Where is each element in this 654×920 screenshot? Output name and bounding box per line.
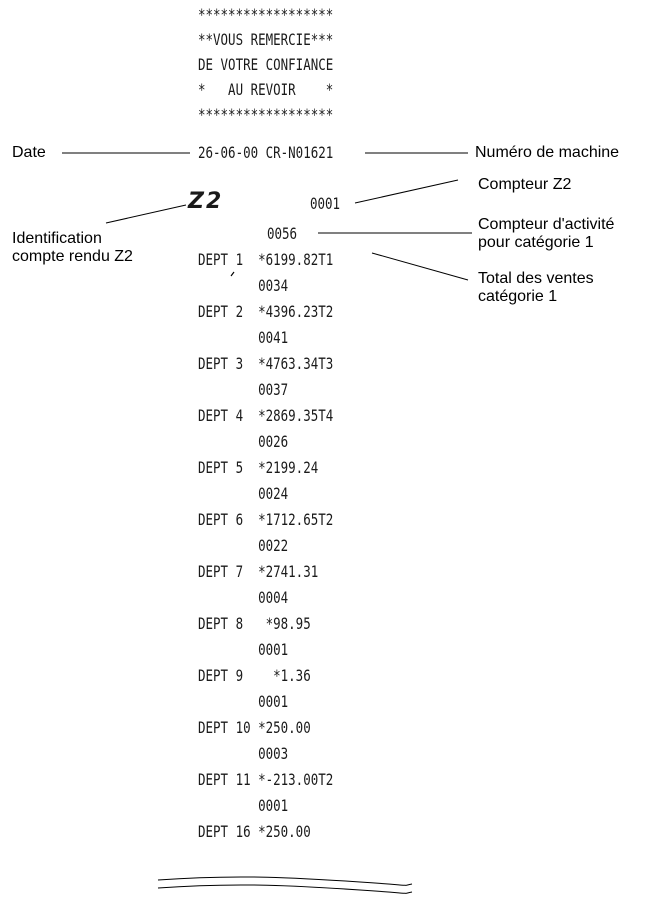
receipt-line: DEPT 1 *6199.82T1 <box>198 250 334 269</box>
label-identification-line-1: Identification <box>12 230 102 247</box>
receipt-header-line-3: DE VOTRE CONFIANCE <box>198 55 334 74</box>
receipt-line: DEPT 4 *2869.35T4 <box>198 406 334 425</box>
receipt-header-line-5: ****************** <box>198 105 334 124</box>
label-machine-number: Numéro de machine <box>475 144 620 161</box>
receipt-line: DEPT 5 *2199.24 <box>198 458 319 477</box>
receipt-line: 0022 <box>198 536 289 555</box>
receipt-line: 0034 <box>198 276 289 295</box>
leader-sales-total <box>371 252 469 281</box>
receipt-line: DEPT 9 *1.36 <box>198 666 311 685</box>
receipt-line: DEPT 6 *1712.65T2 <box>198 510 334 529</box>
leader-z2-counter <box>354 179 459 204</box>
receipt-line: 0004 <box>198 588 289 607</box>
receipt-line: DEPT 7 *2741.31 <box>198 562 319 581</box>
receipt-line: DEPT 3 *4763.34T3 <box>198 354 334 373</box>
label-sales-total-line-2: catégorie 1 <box>478 288 558 305</box>
receipt-line: 0026 <box>198 432 289 451</box>
label-activity-counter-line-2: pour catégorie 1 <box>478 234 594 251</box>
receipt-line: DEPT 16 *250.00 <box>198 822 311 841</box>
tear-off-line-icon-2 <box>157 884 413 894</box>
receipt-line: DEPT 2 *4396.23T2 <box>198 302 334 321</box>
receipt-header-line-1: ****************** <box>198 5 334 24</box>
leader-identification <box>105 204 187 224</box>
pen-tick-mark <box>230 271 235 277</box>
receipt-line: DEPT 11 *-213.00T2 <box>198 770 334 789</box>
receipt-date-line: 26-06-00 CR-N01621 <box>198 143 334 162</box>
receipt-line: 0003 <box>198 744 289 763</box>
label-z2-counter: Compteur Z2 <box>478 176 572 193</box>
receipt-line: 0001 <box>198 796 289 815</box>
activity-counter-value: 0056 <box>267 224 298 243</box>
label-sales-total-line-1: Total des ventes <box>478 270 594 287</box>
receipt-line: 0024 <box>198 484 289 503</box>
label-date: Date <box>12 144 46 161</box>
tear-off-line-icon <box>157 876 413 886</box>
receipt-line: DEPT 10 *250.00 <box>198 718 311 737</box>
receipt-line: 0037 <box>198 380 289 399</box>
z2-counter-value: 0001 <box>310 194 341 213</box>
receipt-line: DEPT 8 *98.95 <box>198 614 311 633</box>
label-identification-line-2: compte rendu Z2 <box>12 248 133 265</box>
receipt-line: 0001 <box>198 640 289 659</box>
receipt-header-line-2: **VOUS REMERCIE*** <box>198 30 334 49</box>
receipt-header-line-4: * AU REVOIR * <box>198 80 334 99</box>
receipt-line: 0001 <box>198 692 289 711</box>
receipt-line: 0041 <box>198 328 289 347</box>
z2-mark: Z2 <box>188 189 224 214</box>
label-activity-counter-line-1: Compteur d'activité <box>478 216 615 233</box>
